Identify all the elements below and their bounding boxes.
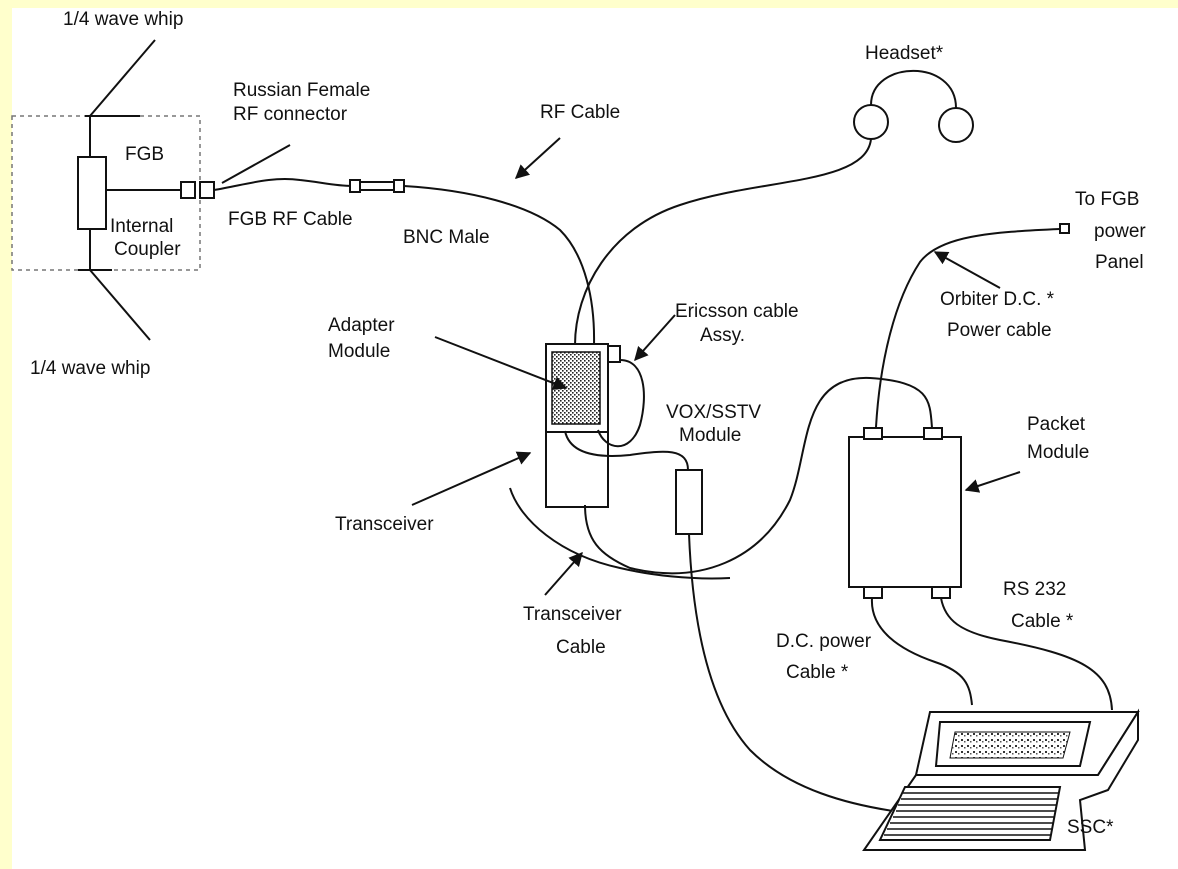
orbiter-dc-power-cable — [875, 228, 1061, 428]
ericsson-arrow — [634, 314, 676, 362]
label-whip-top: 1/4 wave whip — [63, 9, 183, 30]
label-to-fgb: To FGB — [1075, 189, 1139, 210]
rf-cable — [403, 185, 596, 346]
label-ericsson-2: Assy. — [700, 325, 745, 346]
russian-leader — [221, 144, 291, 184]
whip-bottom-antenna — [89, 269, 151, 341]
rs232-cable — [940, 597, 1113, 711]
label-vox-1: VOX/SSTV — [666, 402, 761, 423]
label-transceiver-cable-1: Transceiver — [523, 604, 622, 625]
label-ericsson-1: Ericsson cable — [675, 301, 799, 322]
label-adapter-2: Module — [328, 341, 390, 362]
label-adapter-1: Adapter — [328, 315, 395, 336]
ericsson-cable — [597, 359, 645, 448]
transceiver-to-packet-cable — [584, 376, 933, 575]
connector-male — [180, 181, 196, 199]
label-rs232-1: RS 232 — [1003, 579, 1066, 600]
label-ssc: SSC* — [1067, 817, 1114, 838]
label-russian-1: Russian Female — [233, 80, 370, 101]
label-packet-2: Module — [1027, 442, 1089, 463]
label-coupler: Coupler — [114, 239, 181, 260]
label-packet-1: Packet — [1027, 414, 1086, 435]
label-internal: Internal — [110, 216, 173, 237]
label-orbiter-1: Orbiter D.C. * — [940, 289, 1055, 310]
headset — [574, 69, 974, 346]
laptop-screen — [949, 731, 1071, 759]
label-vox-2: Module — [679, 425, 741, 446]
label-transceiver-cable-2: Cable — [556, 637, 606, 658]
label-transceiver: Transceiver — [335, 514, 434, 535]
label-rs232-2: Cable * — [1011, 611, 1074, 632]
packet-module-group — [848, 427, 962, 599]
label-whip-bottom: 1/4 wave whip — [30, 358, 150, 379]
label-dc-power-1: D.C. power — [776, 631, 872, 652]
internal-coupler — [77, 156, 107, 230]
ssc-laptop — [862, 708, 1140, 851]
label-bnc-male: BNC Male — [403, 227, 490, 248]
label-panel: Panel — [1095, 252, 1144, 273]
headset-cable — [574, 138, 872, 346]
fgb-rf-cable — [213, 178, 353, 191]
bnc-connector — [349, 179, 405, 193]
vox-input-cable — [564, 430, 689, 471]
russian-rf-connector — [180, 144, 291, 199]
whip-top-antenna — [89, 39, 156, 117]
transceiver-cable-arrow — [544, 551, 583, 596]
packet-port-bottom-right — [931, 586, 951, 599]
keyboard-keys — [884, 792, 1058, 836]
adapter-module — [551, 351, 601, 425]
label-power: power — [1094, 221, 1146, 242]
packet-port-bottom-left — [863, 586, 883, 599]
transceiver-cable-left — [509, 487, 731, 580]
orbiter-arrow — [933, 251, 1001, 289]
laptop-keyboard — [878, 786, 1062, 841]
ericsson-connector — [607, 345, 621, 363]
rf-cable-arrow — [514, 137, 561, 179]
adapter-arrow — [434, 336, 568, 390]
fgb-module — [11, 39, 201, 341]
packet-module — [848, 436, 962, 588]
packet-arrow — [964, 471, 1021, 493]
transceiver — [545, 430, 609, 508]
dc-power-cable — [870, 597, 973, 706]
fgb-power-plug — [1059, 223, 1070, 234]
label-headset: Headset* — [865, 43, 944, 64]
vox-sstv-module — [675, 469, 703, 535]
connector-female — [199, 181, 215, 199]
leader-arrows — [411, 137, 1021, 596]
packet-port-top-left — [863, 427, 883, 440]
label-dc-power-2: Cable * — [786, 662, 849, 683]
label-russian-2: RF connector — [233, 104, 348, 125]
label-rf-cable: RF Cable — [540, 102, 620, 123]
label-fgb: FGB — [125, 144, 164, 165]
earpiece-left — [853, 104, 889, 140]
vox-to-ssc-cable — [688, 533, 901, 813]
label-fgb-rf-cable: FGB RF Cable — [228, 209, 353, 230]
headband — [870, 69, 957, 109]
label-orbiter-2: Power cable — [947, 320, 1052, 341]
transceiver-assembly — [545, 343, 645, 508]
transceiver-arrow — [411, 451, 532, 506]
earpiece-right — [938, 107, 974, 143]
labels: 1/4 wave whip 1/4 wave whip FGB Internal… — [30, 9, 1146, 838]
packet-port-top-right — [923, 427, 943, 440]
